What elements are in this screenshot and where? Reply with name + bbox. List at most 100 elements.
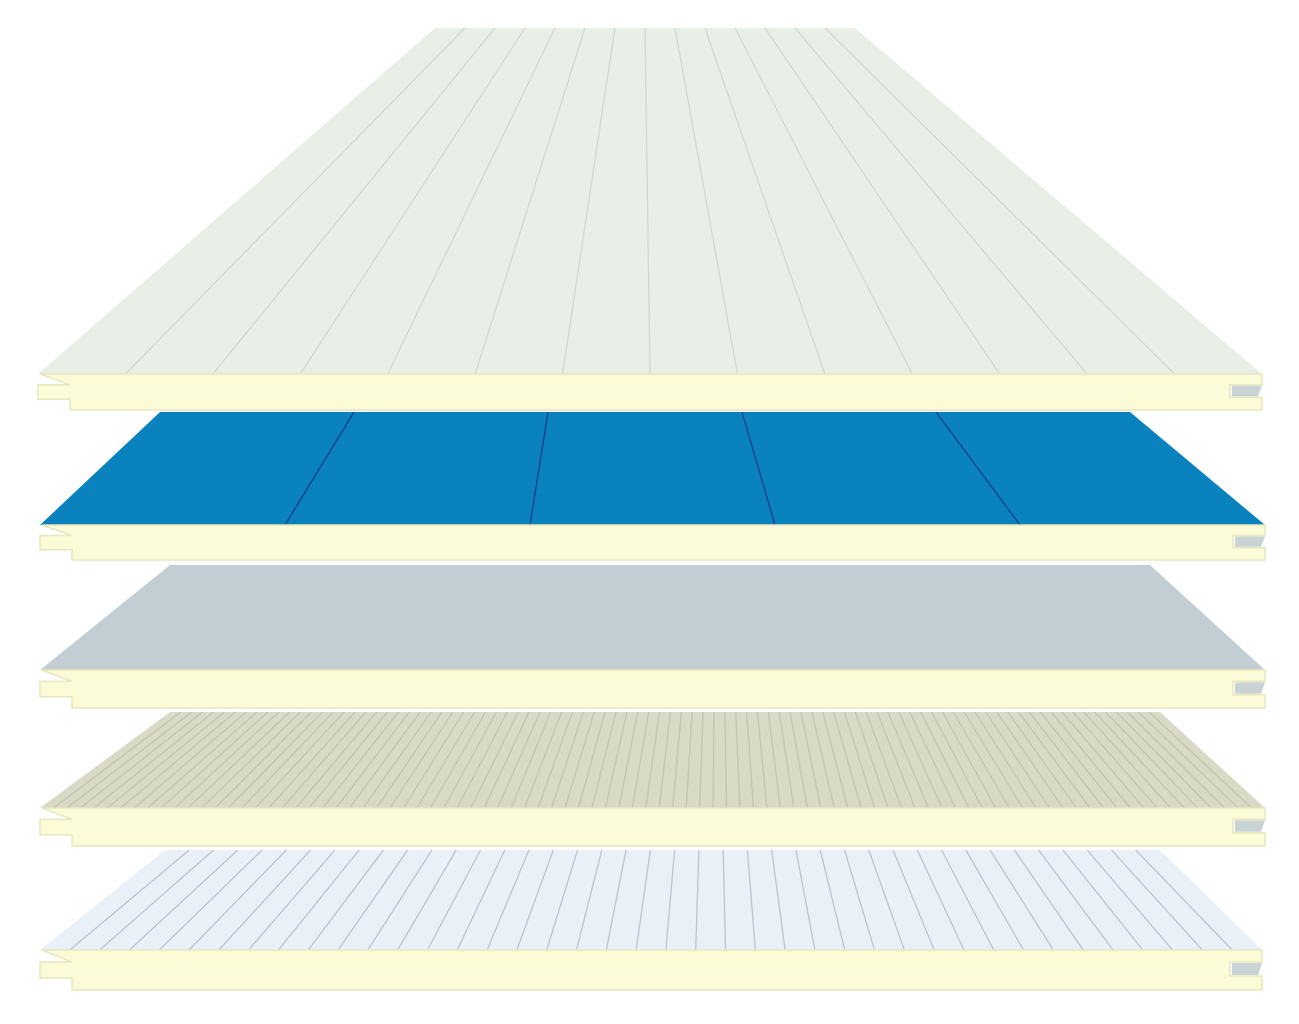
panel-groove	[429, 711, 487, 809]
panel-groove	[133, 711, 247, 809]
panel-groove	[1017, 711, 1091, 809]
panel-groove	[767, 711, 782, 809]
panel-groove	[887, 711, 930, 809]
panel-groove	[187, 711, 291, 809]
panel-groove	[546, 849, 579, 951]
panel-face	[38, 28, 1262, 374]
panel-groove	[965, 849, 1025, 951]
groove-recess	[1235, 820, 1265, 832]
groove-recess	[1235, 682, 1265, 694]
panel-groove	[510, 711, 552, 809]
panel-groove	[843, 711, 876, 809]
panel-groove	[734, 711, 741, 809]
panel-face	[40, 850, 1262, 950]
panel-groove	[665, 849, 676, 951]
panel-groove	[529, 411, 549, 526]
panel-face	[40, 412, 1265, 525]
panel-groove	[227, 711, 323, 809]
panel-groove	[941, 849, 995, 951]
panel-groove	[1126, 711, 1226, 809]
panel-groove	[695, 849, 700, 951]
groove-recess	[1235, 536, 1265, 547]
panel-groove	[996, 711, 1064, 809]
panel-groove	[307, 849, 384, 951]
panel-groove	[645, 711, 661, 809]
panel-groove	[989, 849, 1054, 951]
panel-groove	[1061, 711, 1145, 809]
panel-groove	[1105, 711, 1199, 809]
panel-groove	[337, 849, 409, 951]
panel-groove	[241, 711, 334, 809]
panel-groove	[916, 849, 965, 951]
panel-groove	[745, 711, 755, 809]
panel-groove	[397, 849, 457, 951]
groove-recess	[1232, 963, 1262, 975]
panel-groove	[795, 849, 816, 951]
panel-groove	[158, 849, 263, 951]
panel-groove	[456, 849, 506, 951]
panel-groove	[214, 711, 312, 809]
panel-groove	[201, 711, 302, 809]
panel-groove	[724, 711, 728, 809]
panel-groove	[474, 27, 586, 375]
panel-groove	[349, 711, 421, 809]
panel-groove	[1038, 849, 1114, 951]
panel-groove	[128, 849, 239, 951]
panel-ribbed-white	[39, 849, 1263, 991]
panel-groove	[1072, 711, 1158, 809]
panel-groove	[704, 27, 826, 375]
panel-micro-ribbed-beige	[39, 711, 1266, 847]
panel-groove	[865, 711, 903, 809]
panel-groove	[523, 711, 563, 809]
panel-groove	[604, 711, 628, 809]
panel-groove	[456, 711, 508, 809]
panel-groove	[819, 849, 846, 951]
panel-groove	[898, 711, 943, 809]
panel-groove	[635, 849, 652, 951]
panel-groove	[1028, 711, 1105, 809]
panel-groove	[79, 711, 204, 809]
panel-core-edge	[39, 524, 1266, 561]
panel-groove	[963, 711, 1024, 809]
panel-groove	[389, 711, 454, 809]
panel-flat-blue	[39, 411, 1266, 561]
panel-groove	[789, 711, 809, 809]
panel-groove	[106, 711, 225, 809]
panel-groove	[483, 711, 530, 809]
panel-groove	[299, 27, 526, 375]
panel-groove	[248, 849, 336, 951]
panel-groove	[93, 711, 214, 809]
panel-groove	[486, 849, 530, 951]
panel-groove	[254, 711, 345, 809]
panel-groove	[1013, 849, 1084, 951]
panel-groove	[876, 711, 916, 809]
panel-groove	[284, 411, 355, 526]
panel-groove	[1094, 711, 1185, 809]
panel-groove	[470, 711, 519, 809]
panel-groove	[1148, 711, 1253, 809]
panel-groove	[1050, 711, 1131, 809]
panel-groove	[426, 849, 482, 951]
panel-groove	[811, 711, 835, 809]
panel-core-edge	[39, 669, 1266, 709]
panel-groove	[575, 849, 603, 951]
panel-groove	[160, 711, 269, 809]
panel-groove	[824, 27, 1176, 375]
panel-groove	[712, 711, 715, 809]
panel-groove	[674, 27, 739, 375]
panel-groove	[794, 27, 1088, 375]
panel-groove	[854, 711, 889, 809]
panel-groove	[832, 711, 862, 809]
panel-groove	[537, 711, 574, 809]
panel-groove	[120, 711, 236, 809]
panel-groove	[771, 849, 786, 951]
panel-groove	[367, 849, 433, 951]
panel-groove	[764, 27, 1001, 375]
panel-groove	[591, 711, 617, 809]
panel-groove	[1086, 849, 1174, 951]
panel-groove	[147, 711, 258, 809]
panel-groove	[1115, 711, 1212, 809]
panel-core-edge	[39, 949, 1263, 991]
panel-groove	[387, 27, 556, 375]
